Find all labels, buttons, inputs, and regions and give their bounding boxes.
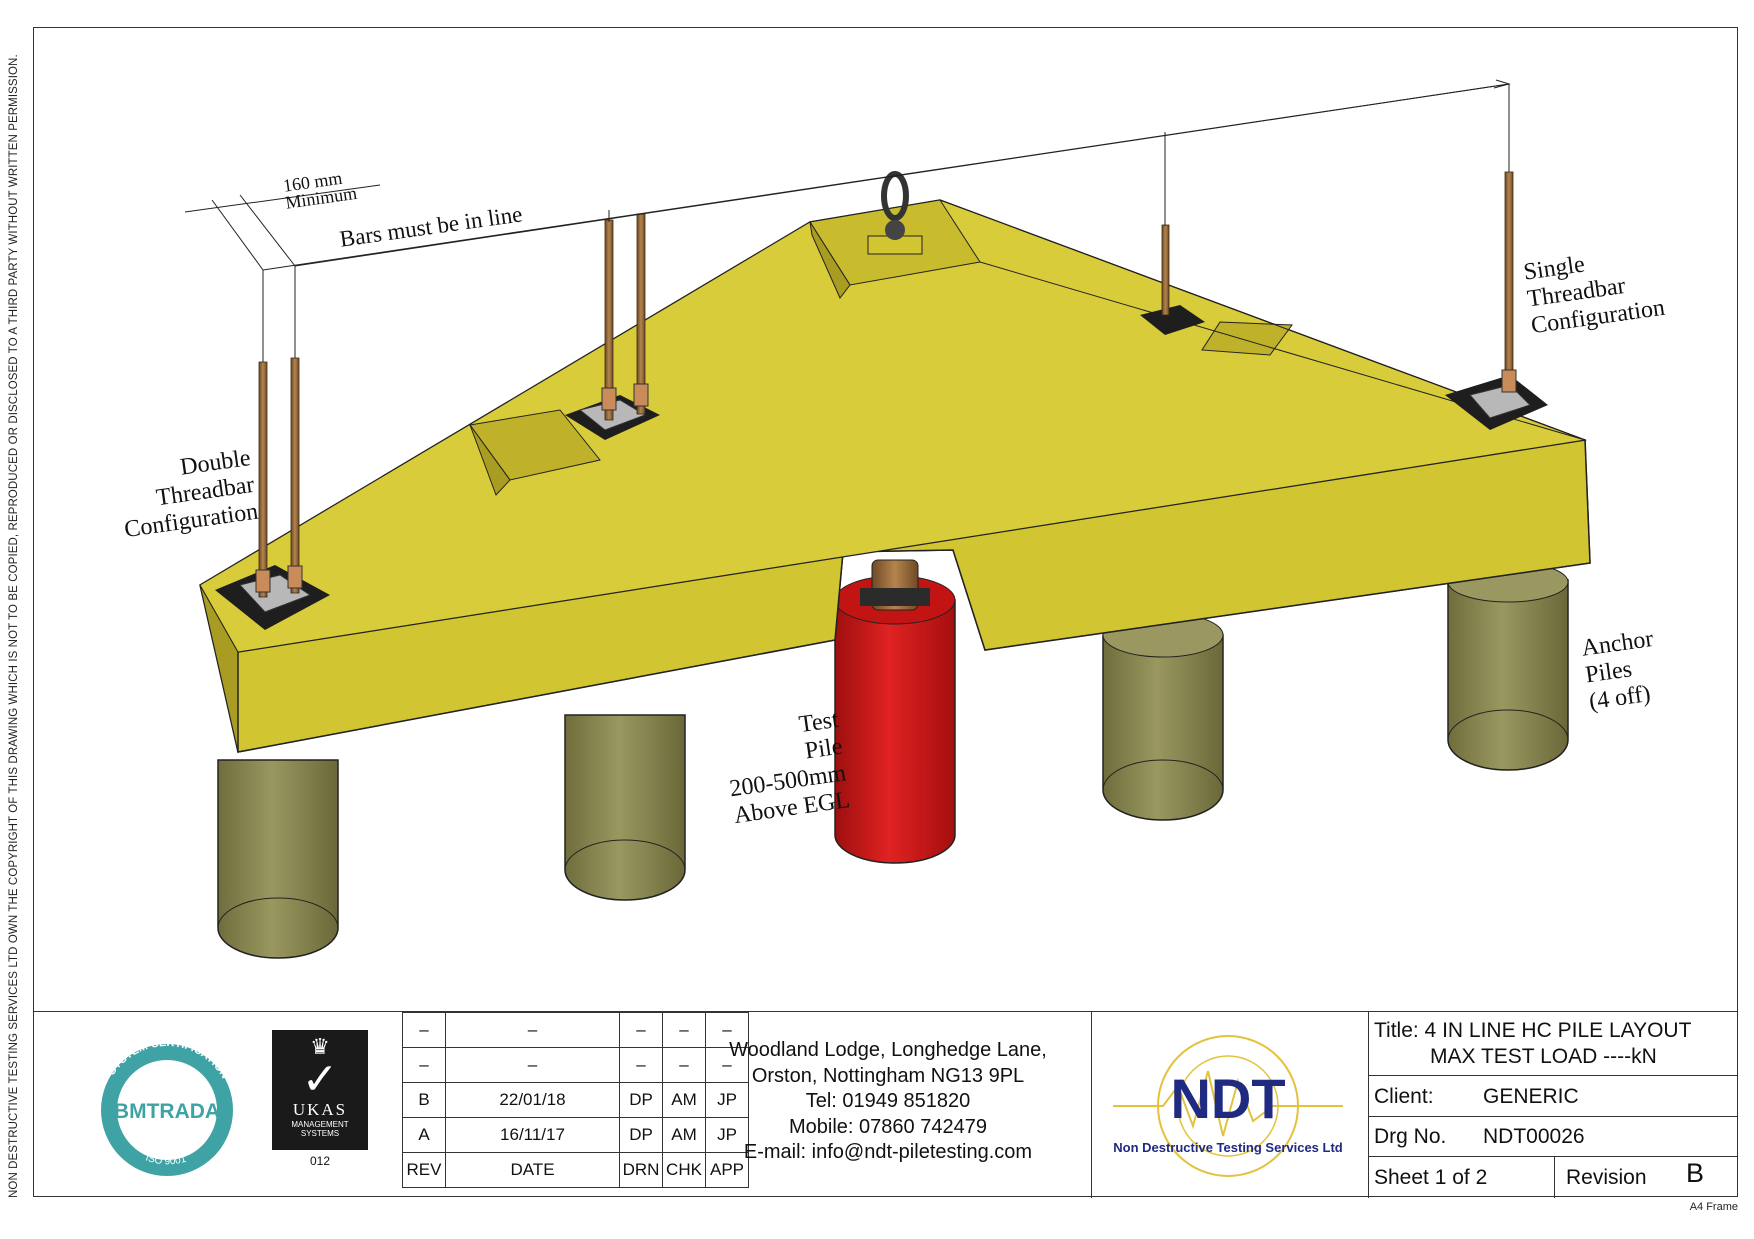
crown-icon: ♛ — [310, 1034, 330, 1059]
anchor-pile-3 — [1102, 612, 1224, 821]
divider — [1368, 1075, 1738, 1076]
divider — [1368, 1156, 1738, 1157]
svg-text:ISO 9001: ISO 9001 — [144, 1152, 188, 1167]
company-address: Woodland Lodge, Longhedge Lane, Orston, … — [729, 1039, 1047, 1163]
title-block: SYSTEM CERTIFICATION ISO 9001 BMTRADA ♛ … — [33, 1011, 1738, 1198]
bm-trada-name: BMTRADA — [114, 1100, 220, 1123]
beam-illustration — [184, 79, 1591, 959]
anchor-pile-4 — [1447, 561, 1569, 771]
ndt-mark: NDT — [1170, 1067, 1285, 1130]
divider — [1368, 1012, 1369, 1198]
bm-trada-ring-bottom: ISO 9001 — [144, 1152, 188, 1167]
sheet-number: Sheet 1 of 2 — [1374, 1166, 1488, 1189]
divider — [1368, 1116, 1738, 1117]
test-pile — [834, 559, 956, 864]
frame-label: A4 Frame — [1689, 1201, 1738, 1213]
title-info: Title: 4 IN LINE HC PILE LAYOUT MAX TEST… — [1368, 1012, 1738, 1198]
ukas-sub1: MANAGEMENT — [291, 1120, 349, 1129]
dimension-lines — [184, 79, 1511, 362]
ukas-number: 012 — [309, 1154, 331, 1168]
divider — [1091, 1012, 1092, 1198]
bm-trada-logo: SYSTEM CERTIFICATION ISO 9001 BMTRADA — [101, 1037, 233, 1176]
drawing-border — [33, 27, 1738, 1197]
revision-value: B — [1686, 1158, 1705, 1188]
client-value: GENERIC — [1483, 1085, 1579, 1108]
divider — [1554, 1156, 1555, 1198]
ndt-logo: NDT Non Destructive Testing Services Ltd — [1103, 1026, 1353, 1186]
drawing-subtitle: MAX TEST LOAD ----kN — [1430, 1045, 1657, 1068]
anchor-piles-label: Anchor Piles (4 off) — [1580, 625, 1655, 716]
revision-label: Revision — [1566, 1166, 1647, 1189]
ndt-logo-graphic: NDT Non Destructive Testing Services Ltd — [1113, 1035, 1343, 1177]
drg-label: Drg No. — [1374, 1125, 1447, 1148]
anchor-pile-1 — [217, 759, 339, 959]
test-pile-label: Test Pile 200-500mm Above EGL — [727, 706, 852, 830]
ndt-company: Non Destructive Testing Services Ltd — [1113, 1140, 1343, 1155]
revision-row: ––––– — [402, 1047, 749, 1083]
anchor-pile-2 — [564, 714, 686, 901]
certification-logos: SYSTEM CERTIFICATION ISO 9001 BMTRADA ♛ … — [81, 1026, 381, 1186]
reaction-beam — [199, 199, 1591, 753]
ukas-name: UKAS — [292, 1100, 348, 1119]
drawing-title: Title: 4 IN LINE HC PILE LAYOUT — [1374, 1019, 1692, 1042]
revision-row: ––––– — [402, 1012, 749, 1048]
check-icon: ✓ — [301, 1055, 339, 1104]
lifting-eye — [867, 171, 923, 255]
ukas-sub2: SYSTEMS — [300, 1129, 340, 1138]
drg-value: NDT00026 — [1483, 1125, 1585, 1148]
client-label: Client: — [1374, 1085, 1434, 1108]
ukas-logo: ♛ ✓ UKAS MANAGEMENT SYSTEMS — [272, 1030, 368, 1150]
